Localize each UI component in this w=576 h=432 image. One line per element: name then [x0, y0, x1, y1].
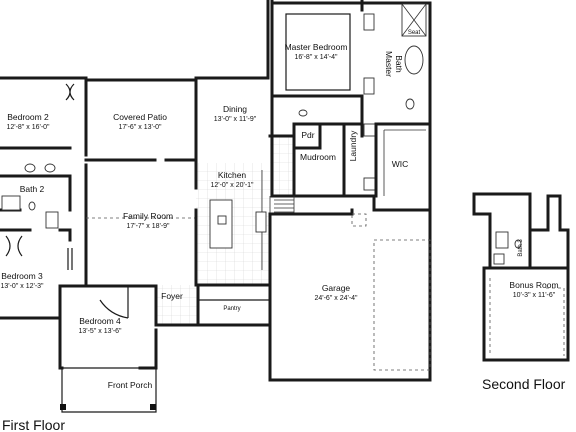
first-floor-title: First Floor: [2, 417, 65, 432]
second-floor-title: Second Floor: [482, 376, 566, 392]
family-room-dim: 17'-7" x 18'-9": [126, 223, 170, 230]
kitchen-dim: 12'-0" x 20'-1": [210, 182, 254, 189]
bonus-room-dim: 10'-3" x 11'-6": [513, 292, 556, 299]
bedroom4-name: Bedroom 4: [79, 316, 121, 326]
bedroom4-dim: 13'-5" x 13'-6": [78, 328, 122, 335]
foyer-tile-floor: [156, 285, 198, 325]
foyer-label: Foyer: [161, 291, 183, 301]
bath2-label: Bath 2: [20, 184, 45, 194]
master-bath-label-2: Bath: [394, 55, 404, 73]
dining-east-wall: [268, 124, 296, 198]
bedroom4-closet: [99, 286, 129, 319]
kitchen-name: Kitchen: [218, 170, 247, 180]
pdr-sink: [298, 109, 308, 117]
covered-patio-name: Covered Patio: [113, 112, 167, 122]
garage-door-dashed: [373, 239, 431, 371]
laundry-label: Laundry: [348, 130, 358, 161]
master-outer-wall: [270, 0, 432, 212]
bedroom4-walls: [58, 284, 158, 370]
master-west-wall: [266, 0, 296, 198]
first-floor-plan: [0, 0, 432, 413]
laundry-dryer: [363, 177, 377, 191]
bath3-label: Bath 3: [518, 239, 524, 257]
kitchen-range: [255, 211, 267, 233]
master-toilet: [405, 98, 415, 110]
bedroom3-name: Bedroom 3: [1, 271, 43, 281]
mudroom-label: Mudroom: [300, 152, 336, 162]
master-vanity-2: [363, 77, 375, 95]
hall-tile-floor: [270, 136, 294, 196]
bath2-linen: [45, 211, 59, 229]
dining-name: Dining: [223, 104, 247, 114]
garage-storage: [351, 213, 367, 227]
wic-walls: [374, 122, 432, 198]
wic-shelves: [383, 129, 426, 196]
master-bed-outline: [285, 13, 351, 91]
master-shower-x: [401, 3, 427, 37]
bonus-room-name: Bonus Room: [509, 280, 558, 290]
dining-dim: 13'-0" x 11'-9": [214, 116, 257, 123]
bath3-sink: [493, 253, 505, 265]
porch-column-2: [150, 404, 156, 410]
bath2-sink-2: [44, 163, 56, 173]
garage-steps: [269, 196, 295, 214]
garage-name: Garage: [322, 283, 351, 293]
family-room-name: Family Room: [123, 211, 173, 221]
pdr-mudroom-walls: [292, 122, 364, 198]
master-vanity-1: [363, 13, 375, 31]
bath3-toilet: [514, 239, 522, 249]
bedroom2-dim: 12'-8" x 16'-0": [6, 124, 50, 131]
front-porch-outline: [61, 367, 157, 413]
master-bedroom-dim: 16'-8" x 14'-4": [294, 54, 338, 61]
master-south-wall: [270, 94, 364, 138]
bath2-sink: [24, 163, 36, 173]
master-bath-label-1: Master: [384, 51, 394, 77]
master-bedroom-name: Master Bedroom: [285, 42, 348, 52]
bedroom3-door: [5, 235, 23, 257]
garage-dim: 24'-6" x 24'-4": [314, 295, 358, 302]
covered-patio-dim: 17'-6" x 13'-0": [118, 124, 162, 131]
bedroom2-name: Bedroom 2: [7, 112, 49, 122]
rear-wall: [0, 76, 270, 82]
pantry-label: Pantry: [223, 306, 240, 312]
master-tub: [404, 45, 424, 75]
kitchen-sink: [217, 215, 227, 225]
bath2-toilet: [28, 201, 36, 211]
second-floor-outline: [472, 192, 570, 362]
bath2-tub: [1, 195, 21, 211]
laundry-washer: [363, 123, 377, 137]
seat-label: Seat: [408, 30, 421, 36]
front-porch-label: Front Porch: [108, 380, 153, 390]
bonus-room-dashed: [489, 278, 565, 356]
pdr-label: Pdr: [301, 130, 314, 140]
bedroom2-window: [65, 83, 75, 101]
bath3-tub: [495, 231, 509, 249]
bedroom3-window: [67, 248, 73, 270]
second-floor-plan: [472, 192, 570, 362]
porch-column-1: [60, 404, 66, 410]
bedroom3-dim: 13'-0" x 12'-3": [0, 283, 44, 290]
wic-label: WIC: [392, 159, 409, 169]
